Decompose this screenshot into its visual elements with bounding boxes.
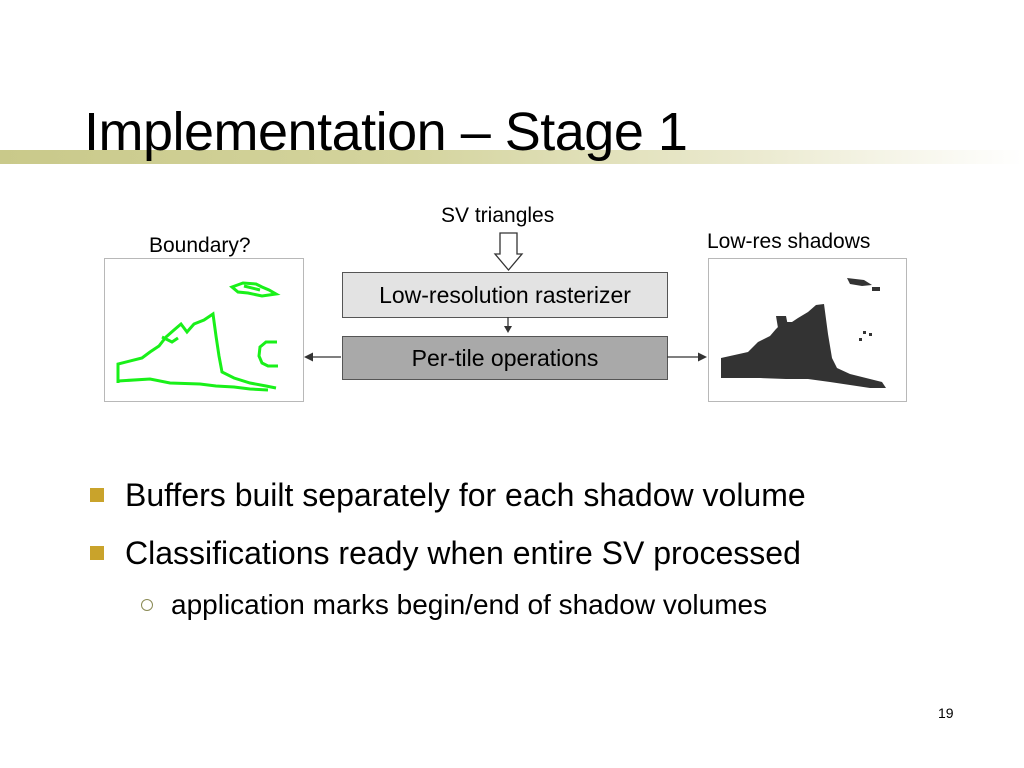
- sv-triangles-label: SV triangles: [441, 204, 555, 227]
- boundary-tiles-image: [116, 281, 281, 392]
- shadow-tiles-image: [721, 278, 886, 388]
- rasterizer-box: Low-resolution rasterizer: [342, 272, 668, 318]
- title-accent-bar: [0, 150, 1024, 164]
- bullet-text: Buffers built separately for each shadow…: [125, 477, 806, 513]
- per-tile-operations-box: Per-tile operations: [342, 336, 668, 380]
- slide-title: Implementation – Stage 1: [84, 102, 688, 162]
- left-output-arrowhead-icon: [304, 352, 313, 362]
- connector-arrowhead-icon: [504, 326, 512, 333]
- low-res-shadows-label: Low-res shadows: [707, 230, 871, 253]
- per-tile-operations-label: Per-tile operations: [411, 344, 599, 371]
- boundary-panel: [104, 258, 304, 402]
- bullet-item-1: Buffers built separately for each shadow…: [90, 475, 806, 515]
- bullet-item-2: Classifications ready when entire SV pro…: [90, 533, 801, 573]
- boundary-label: Boundary?: [149, 234, 251, 257]
- input-arrow-icon: [493, 232, 524, 272]
- sub-bullet-text: application marks begin/end of shadow vo…: [171, 589, 768, 620]
- square-bullet-icon: [90, 488, 104, 502]
- right-output-arrowhead-icon: [698, 352, 707, 362]
- square-bullet-icon: [90, 546, 104, 560]
- sub-bullet-item-1: application marks begin/end of shadow vo…: [141, 588, 767, 622]
- circle-bullet-icon: [141, 599, 153, 611]
- bullet-text: Classifications ready when entire SV pro…: [125, 535, 801, 571]
- rasterizer-label: Low-resolution rasterizer: [379, 281, 631, 308]
- page-number: 19: [938, 705, 954, 721]
